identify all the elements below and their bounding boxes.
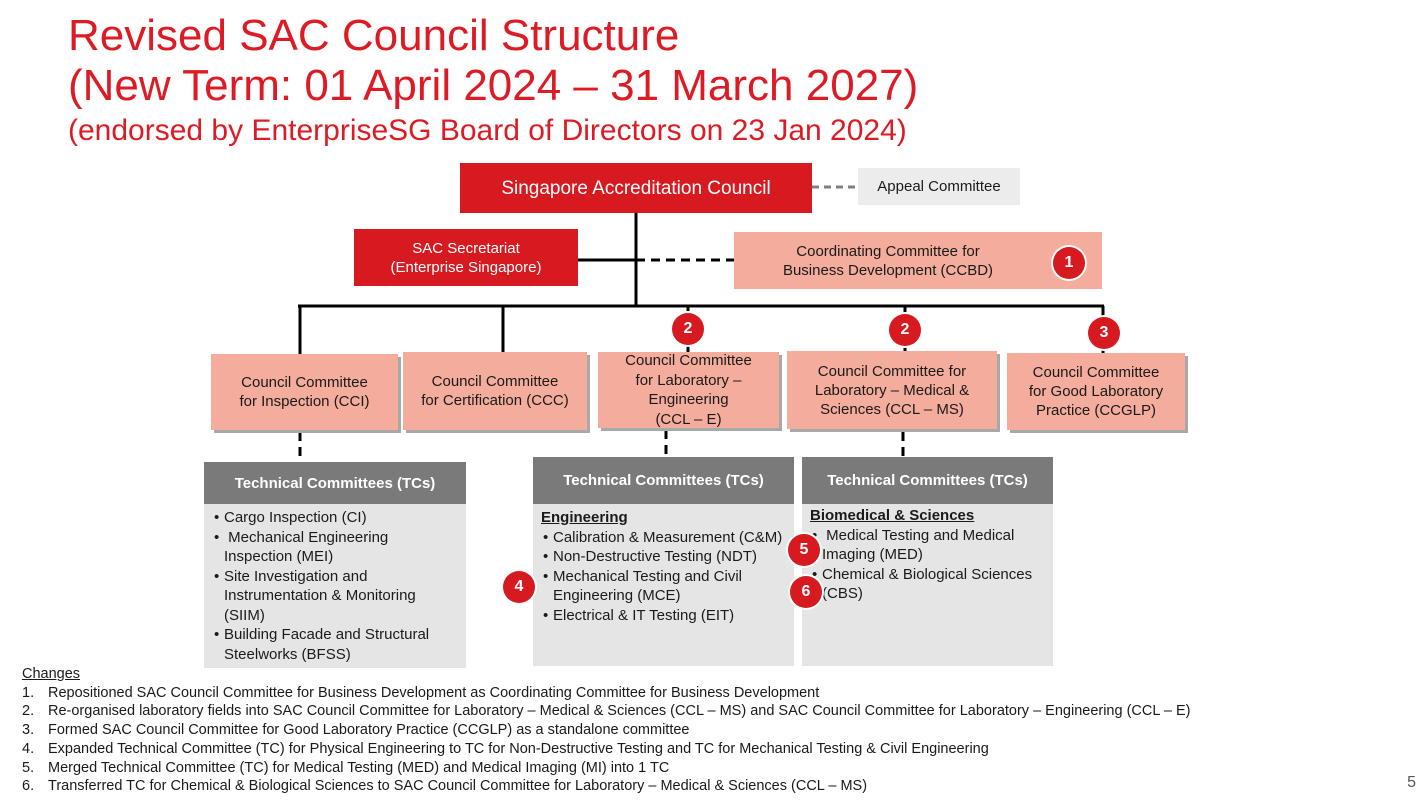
change-item: 5.Merged Technical Committee (TC) for Me… <box>22 759 670 776</box>
ccc-line: Council Committee <box>431 373 559 390</box>
cclms-line: Sciences (CCL – MS) <box>820 400 964 418</box>
ccle-line: Council Committee <box>625 352 752 369</box>
tc-heading: Technical Committees (TCs) <box>533 457 794 504</box>
section-heading-engineering: Engineering <box>541 509 628 526</box>
page-title: Revised SAC Council Structure <box>68 11 680 60</box>
list-item: Calibration & Measurement (C&M) <box>541 528 786 548</box>
tc-engineering-list: Engineering Calibration & Measurement (C… <box>533 504 794 629</box>
ccle-line: Engineering <box>648 391 729 408</box>
appeal-committee-box: Appeal Committee <box>858 168 1020 205</box>
change-item: 4.Expanded Technical Committee (TC) for … <box>22 740 989 757</box>
ccc-line: for Certification (CCC) <box>421 392 569 409</box>
change-item: 6.Transferred TC for Chemical & Biologic… <box>22 778 868 795</box>
ccle-line: for Laboratory – <box>635 371 742 389</box>
badge-4: 4 <box>503 571 535 603</box>
council-committee-inspection: Council Committee for Inspection (CCI) <box>211 354 398 430</box>
list-item: Cargo Inspection (CI) <box>212 508 458 528</box>
council-committee-certification: Council Committee for Certification (CCC… <box>403 352 587 430</box>
cclms-line: Council Committee for <box>817 362 967 380</box>
ccglp-line: Practice (CCGLP) <box>1035 402 1157 419</box>
cci-line: for Inspection (CCI) <box>239 393 370 410</box>
council-committee-lab-engineering: Council Committee for Laboratory – Engin… <box>598 352 779 428</box>
singapore-accreditation-council-box: Singapore Accreditation Council <box>460 163 812 213</box>
ccle-line: (CCL – E) <box>655 410 722 428</box>
change-text: Repositioned SAC Council Committee for B… <box>48 684 820 701</box>
change-text: Merged Technical Committee (TC) for Medi… <box>48 759 670 776</box>
section-heading-biomedical: Biomedical & Sciences <box>810 507 975 524</box>
change-text: Transferred TC for Chemical & Biological… <box>48 778 868 795</box>
badge-1: 1 <box>1053 247 1085 279</box>
badge-3: 3 <box>1088 317 1120 349</box>
list-item: Electrical & IT Testing (EIT) <box>541 606 786 626</box>
changes-heading: Changes <box>22 666 81 682</box>
page-number: 5 <box>1407 774 1416 791</box>
change-item: 1.Repositioned SAC Council Committee for… <box>22 684 820 701</box>
list-item: Building Facade and Structural Steelwork… <box>212 625 458 664</box>
tc-inspection-panel: Technical Committees (TCs) Cargo Inspect… <box>204 462 466 668</box>
page-subtitle-endorsement: (endorsed by EnterpriseSG Board of Direc… <box>68 114 907 147</box>
list-item: Mechanical Engineering Inspection (MEI) <box>212 528 458 567</box>
ccbd-line2: Business Development (CCBD) <box>782 261 994 279</box>
secretariat-line2: (Enterprise Singapore) <box>390 258 542 276</box>
list-item: Chemical & Biological Sciences (CBS) <box>810 565 1045 604</box>
list-item: Non-Destructive Testing (NDT) <box>541 547 786 567</box>
council-committee-lab-medical-sciences: Council Committee for Laboratory – Medic… <box>787 351 997 429</box>
ccglp-line: for Good Laboratory <box>1028 383 1164 400</box>
tc-medical-list: Biomedical & Sciences Medical Testing an… <box>802 504 1053 608</box>
ccglp-line: Council Committee <box>1032 364 1160 381</box>
council-committee-glp: Council Committee for Good Laboratory Pr… <box>1007 353 1185 430</box>
list-item: Mechanical Testing and Civil Engineering… <box>541 567 786 606</box>
secretariat-line1: SAC Secretariat <box>412 239 520 257</box>
badge-2-cclms: 2 <box>889 314 921 346</box>
change-text: Re-organised laboratory fields into SAC … <box>48 703 1191 720</box>
tc-heading: Technical Committees (TCs) <box>802 457 1053 504</box>
changes-section: Changes 1.Repositioned SAC Council Commi… <box>22 665 1191 796</box>
ccbd-box: Coordinating Committee for Business Deve… <box>734 232 1102 289</box>
ccbd-line1: Coordinating Committee for <box>796 242 980 260</box>
badge-2-ccle: 2 <box>672 313 704 345</box>
tc-medical-panel: Technical Committees (TCs) Biomedical & … <box>802 457 1053 666</box>
cci-line: Council Committee <box>241 374 368 391</box>
change-text: Expanded Technical Committee (TC) for Ph… <box>48 740 989 757</box>
badge-6: 6 <box>790 576 822 608</box>
change-item: 3.Formed SAC Council Committee for Good … <box>22 722 690 739</box>
tc-inspection-list: Cargo Inspection (CI) Mechanical Enginee… <box>204 504 466 668</box>
tc-engineering-panel: Technical Committees (TCs) Engineering C… <box>533 457 794 666</box>
change-item: 2.Re-organised laboratory fields into SA… <box>22 703 1191 720</box>
list-item: Medical Testing and Medical Imaging (MED… <box>810 526 1045 565</box>
change-text: Formed SAC Council Committee for Good La… <box>48 722 690 739</box>
tc-heading: Technical Committees (TCs) <box>204 462 466 504</box>
cclms-line: Laboratory – Medical & <box>814 381 970 399</box>
sac-secretariat-box: SAC Secretariat (Enterprise Singapore) <box>354 229 578 286</box>
list-item: Site Investigation and Instrumentation &… <box>212 567 458 626</box>
page-subtitle-term: (New Term: 01 April 2024 – 31 March 2027… <box>68 61 919 110</box>
badge-5: 5 <box>788 534 820 566</box>
